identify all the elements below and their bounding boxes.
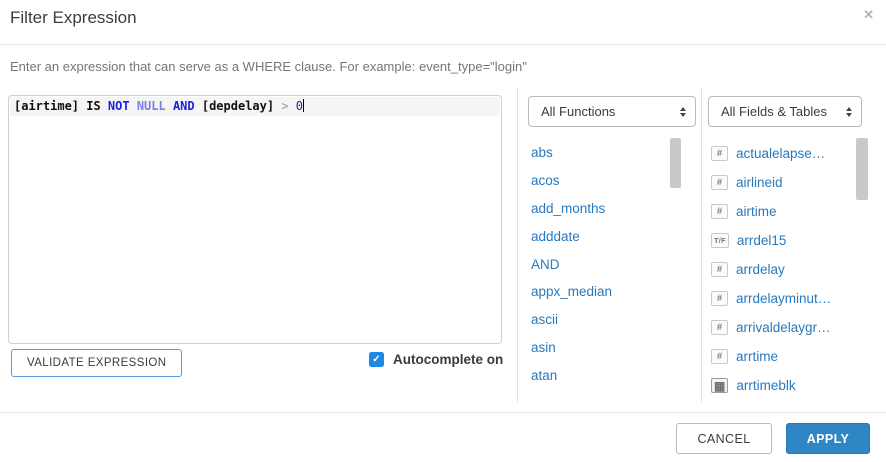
function-list-item[interactable]: AND [531,256,560,272]
close-icon[interactable]: ✕ [863,7,874,22]
expression-code-line: [airtime] IS NOT NULL AND [depdelay] > 0 [14,99,305,113]
field-label: airtime [736,204,777,219]
fields-filter-select[interactable]: All Fields & Tables [708,96,862,127]
field-label: arrdelay [736,262,785,277]
field-list-item[interactable]: # airlineid [711,168,851,197]
number-icon: # [711,262,728,277]
number-icon: # [711,349,728,364]
functions-filter-value: All Functions [541,104,616,119]
boolean-icon: T/F [711,233,729,248]
number-icon: # [711,291,728,306]
field-list-item[interactable]: # arrdelayminut… [711,284,851,313]
instruction-text: Enter an expression that can serve as a … [10,59,527,74]
autocomplete-label: Autocomplete on [393,352,504,367]
fields-scrollbar[interactable] [856,138,868,200]
number-icon: # [711,146,728,161]
expression-token: [depdelay] [201,99,282,113]
updown-arrows-icon [846,106,852,117]
updown-arrows-icon [680,106,686,117]
expression-token: NOT [107,99,137,113]
functions-fields-divider [701,88,702,402]
functions-filter-select[interactable]: All Functions [528,96,696,127]
function-list-item[interactable]: add_months [531,200,606,216]
expression-token: 0 [295,99,304,113]
expression-token: > [281,99,296,113]
footer-divider [0,412,886,413]
field-label: arrtimeblk [736,378,796,393]
header-divider [0,44,886,45]
field-list-item[interactable]: # actualelapse… [711,139,851,168]
check-icon: ✓ [372,353,381,365]
field-label: actualelapse… [736,146,826,161]
function-list-item[interactable]: acos [531,173,560,189]
dialog-title: Filter Expression [10,8,137,27]
field-list-item[interactable]: # arrivaldelaygr… [711,313,851,342]
editor-active-line [10,97,500,116]
function-list-item[interactable]: asin [531,339,556,355]
autocomplete-checkbox[interactable]: ✓ [369,352,384,367]
text-caret [303,99,305,112]
field-list-item[interactable]: ▦ arrtimeblk [711,371,851,400]
field-list-item[interactable]: # arrtime [711,342,851,371]
field-list-item[interactable]: # arrdelay [711,255,851,284]
field-label: airlineid [736,175,783,190]
validate-expression-button[interactable]: VALIDATE EXPRESSION [11,349,183,377]
number-icon: # [711,175,728,190]
function-list-item[interactable]: adddate [531,228,580,244]
cancel-button[interactable]: CANCEL [676,423,772,454]
calendar-icon: ▦ [711,378,729,393]
function-list-item[interactable]: abs [531,145,553,161]
editor-functions-divider [517,88,518,402]
expression-token: AND [172,99,202,113]
field-label: arrdel15 [736,233,787,248]
function-list-item[interactable]: atan [531,367,558,383]
expression-token: [airtime] IS [14,99,108,113]
function-list-item[interactable]: appx_median [531,284,613,300]
fields-filter-value: All Fields & Tables [721,104,827,119]
field-label: arrivaldelaygr… [736,320,831,335]
expression-editor[interactable]: [airtime] IS NOT NULL AND [depdelay] > 0 [8,95,502,344]
field-list-item[interactable]: T/F arrdel15 [711,226,851,255]
field-label: arrdelayminut… [736,291,832,306]
function-list-item[interactable]: ascii [531,312,559,328]
apply-button[interactable]: APPLY [786,423,870,454]
fields-list: # actualelapse… # airlineid # airtime T/… [711,139,851,400]
field-list-item[interactable]: # airtime [711,197,851,226]
autocomplete-row: ✓ Autocomplete on [369,352,503,367]
number-icon: # [711,204,728,219]
number-icon: # [711,320,728,335]
field-label: arrtime [736,349,779,364]
expression-token: NULL [136,99,173,113]
functions-scrollbar[interactable] [670,138,681,188]
